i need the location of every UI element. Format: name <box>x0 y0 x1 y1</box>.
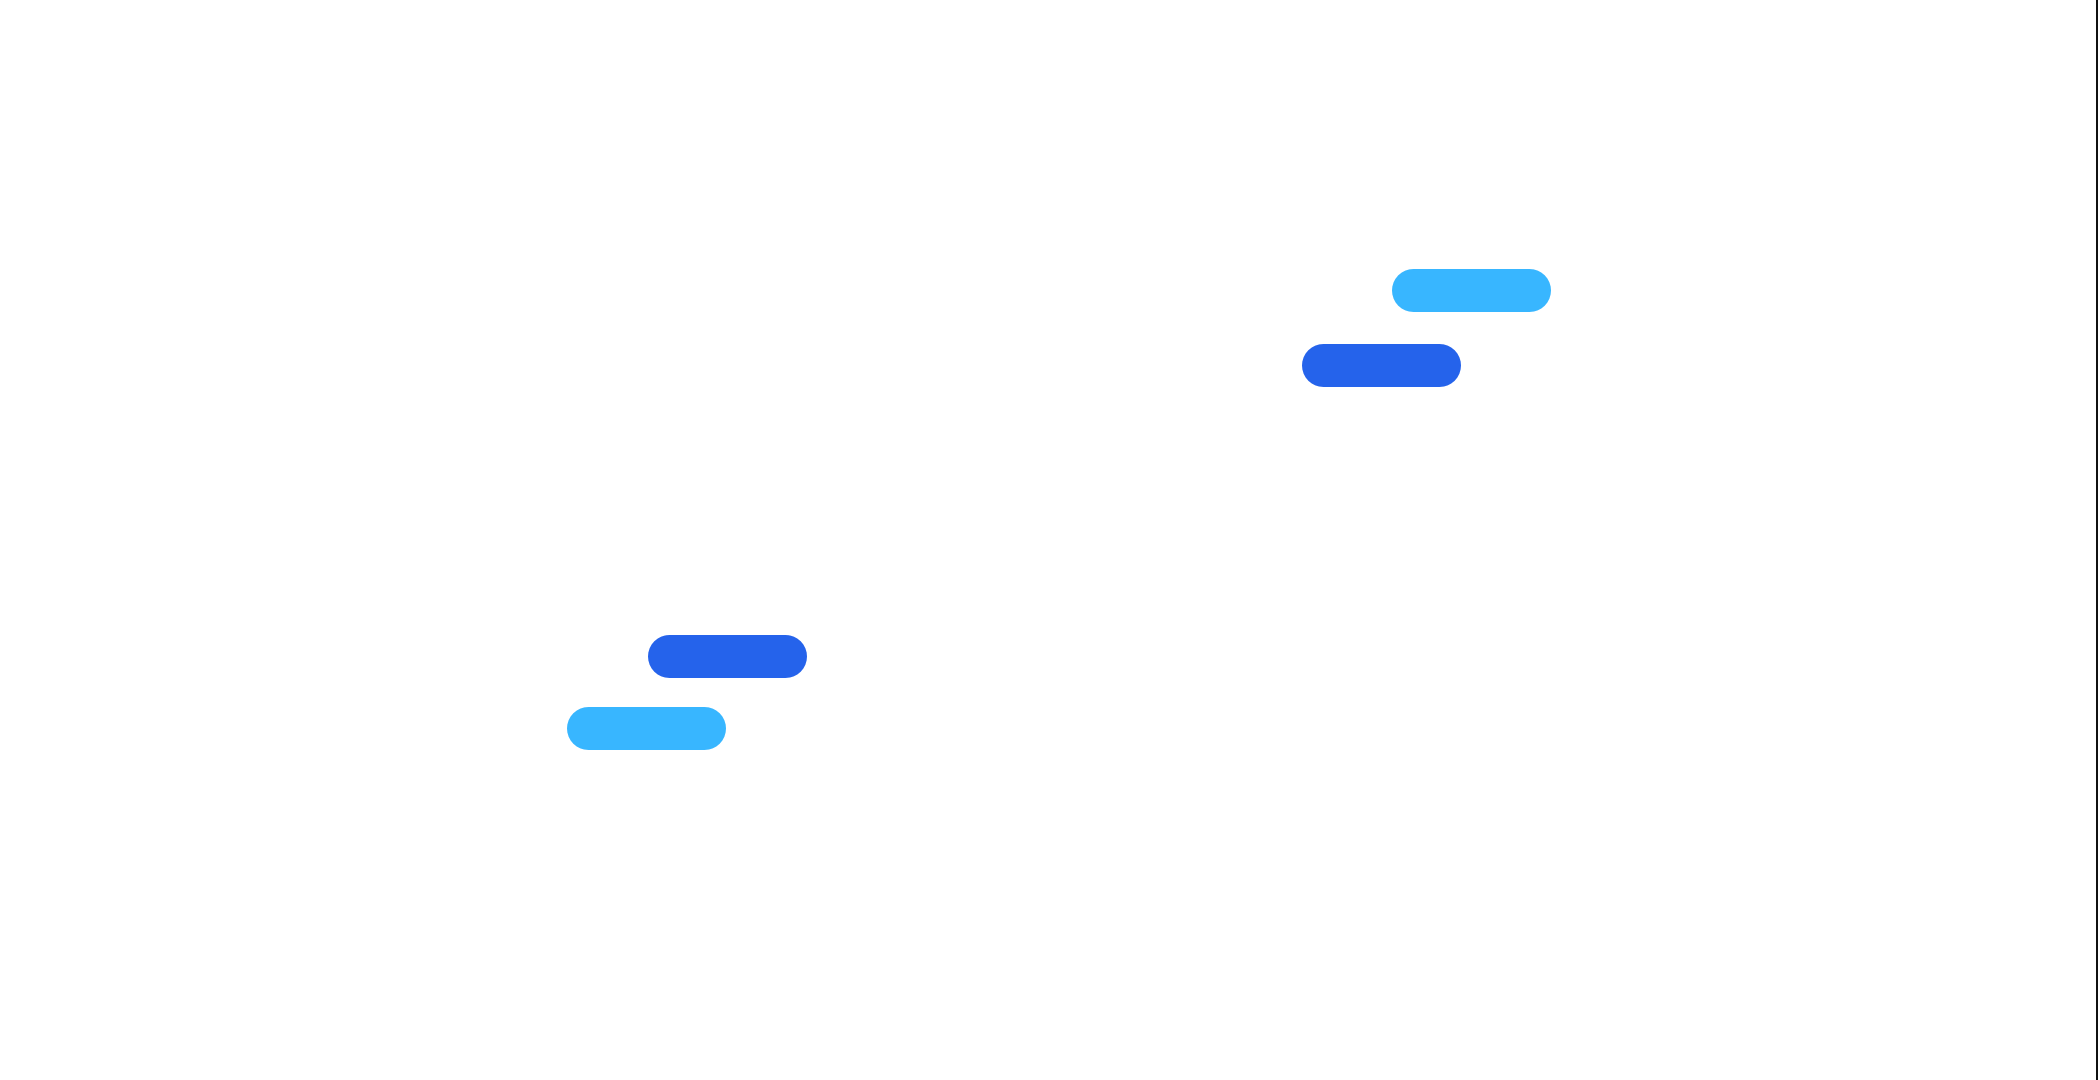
light-blue-pill <box>1392 269 1551 312</box>
light-blue-pill <box>567 707 726 750</box>
royal-blue-pill <box>648 635 807 678</box>
window-edge-divider <box>2096 0 2098 1080</box>
royal-blue-pill <box>1302 344 1461 387</box>
